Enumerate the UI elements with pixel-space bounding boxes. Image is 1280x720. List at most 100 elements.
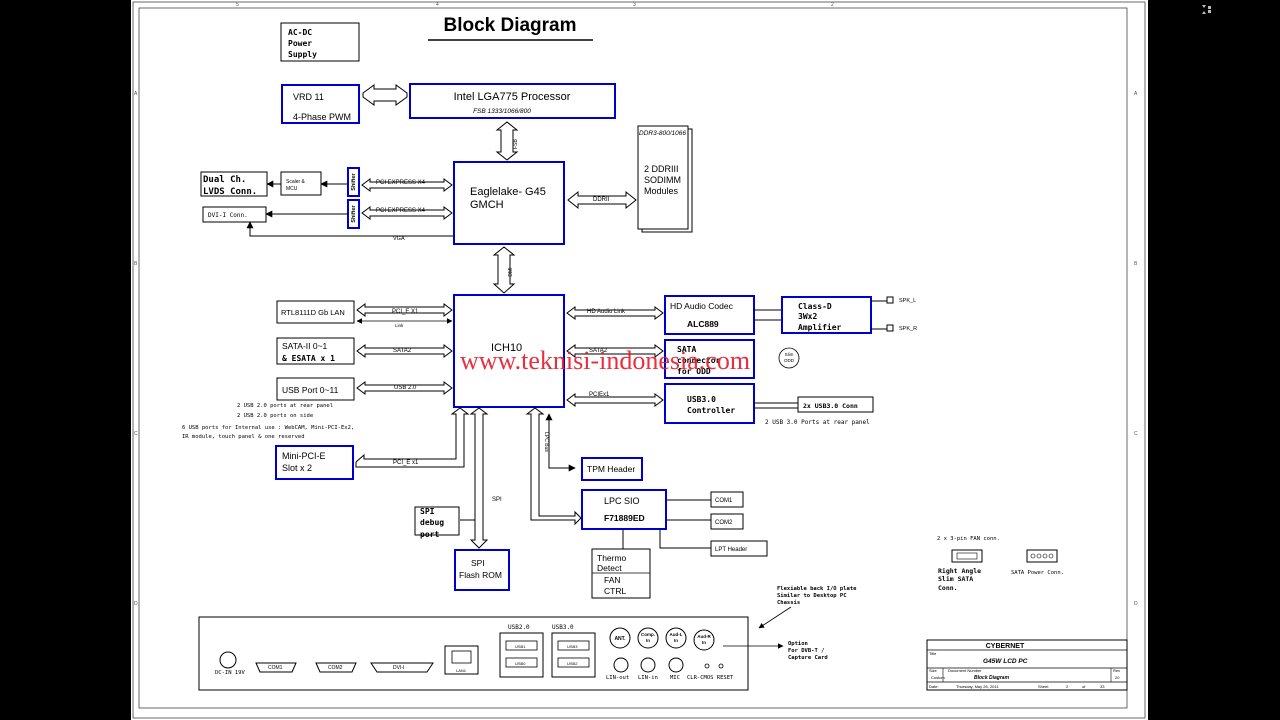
right-angle-label-1: Right Angle: [938, 567, 981, 575]
link-label: Link: [395, 323, 404, 328]
diagram-title: Block Diagram: [443, 15, 576, 36]
usb3-controller-label-2: Controller: [687, 406, 735, 415]
option-label-2: For DVB-T /: [788, 648, 825, 654]
spk-l-label: SPK_L: [899, 298, 916, 304]
thermo-label-3: FAN: [604, 575, 621, 585]
io-linin-jack: [640, 657, 656, 673]
vrd-label-1: VRD 11: [293, 92, 324, 102]
flexible-arrow: [758, 606, 792, 629]
cpu-label: Intel LGA775 Processor: [454, 91, 571, 103]
tick-top-1: 5: [236, 2, 239, 8]
slim-odd-label-2: ODD: [784, 358, 795, 363]
title-field-label: Title: [929, 651, 937, 656]
io-usb3b-label: USB2: [567, 661, 578, 666]
sata2-label-right: SATA2: [589, 348, 608, 354]
lvds-label-2: LVDS Conn.: [203, 187, 257, 197]
usb20-arrow: [356, 381, 453, 395]
watermark-text: www.teknisi-indonesia.com: [460, 346, 750, 375]
pciex1-label: PCIEx1: [589, 392, 610, 398]
spk-r-label: SPK_R: [899, 326, 917, 332]
cpu-block: [409, 83, 616, 119]
lpc-sio-block: [581, 489, 667, 530]
block-diagram: 5 4 3 2 A B C D A B C D Block Diagram A C…: [132, 1, 1146, 719]
sata-odd-label-3: for ODD: [677, 367, 711, 376]
tick-top-2: 4: [436, 2, 439, 8]
title-field-value: G45W LCD PC: [983, 658, 1028, 665]
io-ant-label: ANT.: [614, 636, 626, 642]
sata-power-label: SATA Power Conn.: [1011, 570, 1064, 576]
border-ticks: 5 4 3 2 A B C D A B C D: [134, 2, 1138, 607]
schematic-sheet: 5 4 3 2 A B C D A B C D Block Diagram A C…: [131, 0, 1148, 720]
io-mic-label: MIC: [670, 675, 680, 681]
io-audl-label-2: In: [674, 638, 678, 643]
sata-block: [276, 337, 355, 365]
docnum-value: Block Diagram: [974, 675, 1010, 681]
io-clr-reset-label: CLR-CMOS RESET: [687, 675, 734, 681]
usb3-controller-label-1: USB3.0: [687, 395, 716, 404]
io-mic-jack: [668, 657, 684, 673]
vrd-cpu-arrow: [362, 84, 408, 106]
io-lan-label: LAN1: [456, 668, 467, 673]
right-angle-label-2: Slim SATA: [938, 575, 973, 583]
io-usb1-label: USB1: [515, 644, 526, 649]
note-usb-int-2: IR module, touch panel & one reserved: [182, 434, 305, 440]
sheet-outer-border: [132, 1, 1146, 719]
shifter-2-label: Shifter: [351, 204, 357, 222]
io-audl-label-1: Aud-L: [670, 632, 683, 637]
sata2-label-left: SATA2: [393, 348, 412, 354]
tick-side-r3: C: [1134, 431, 1138, 437]
io-usb0-port: [505, 657, 538, 668]
scaler-label-1: Scaler &: [286, 179, 306, 185]
io-comp-jack: [637, 627, 659, 649]
usb-label: USB Port 0~11: [282, 385, 339, 395]
sata-power-pin-3: [1042, 553, 1048, 559]
note-flexible-2: Similar to Desktop PC: [777, 593, 847, 599]
vrd-block: [281, 84, 360, 124]
gmch-label-2: GMCH: [470, 199, 504, 211]
sata-odd-label-1: SATA: [677, 345, 696, 354]
sheet-expand-icon[interactable]: [1202, 5, 1206, 14]
sata-odd-label-2: connector: [677, 356, 721, 365]
sata-label-1: SATA-II 0~1: [282, 341, 328, 351]
thermo-label-1: Thermo: [597, 553, 627, 563]
usb3-conn-block: [797, 396, 874, 413]
title-block-frame: [926, 639, 1128, 691]
pcie-x1-label: PCI_E X1: [392, 309, 419, 315]
pcie-x1b-label: PCI_E x1: [393, 460, 419, 466]
dcin-label: DC-IN 19V: [215, 670, 245, 676]
ddr-speed-label: DDR3-800/1066: [639, 130, 686, 137]
ddr-block: [637, 125, 689, 230]
fsb-speed-label: FSB 1333/1066/800: [473, 108, 531, 115]
sheet-grid-icon[interactable]: [1208, 6, 1211, 13]
size-value: Custom: [931, 675, 945, 680]
audio-codec-chip: ALC889: [687, 319, 719, 329]
sheet-value: 2: [1066, 684, 1069, 689]
io-usb1-port: [505, 640, 538, 651]
of-label: of: [1082, 684, 1086, 689]
com2-block: [710, 513, 744, 530]
tick-side-1: A: [134, 91, 138, 97]
dcin-icon: [219, 651, 237, 669]
note-flexible-3: Chassis: [777, 600, 800, 606]
docnum-label: Document Number: [948, 668, 982, 673]
io-audr-jack: [693, 629, 715, 651]
amp-label-1: Class-D: [798, 302, 832, 311]
amp-block: [781, 296, 872, 334]
pcie-x4-arrow-2: [361, 206, 453, 220]
note-usb-side: 2 USB 2.0 ports on side: [237, 413, 313, 419]
lpt-line: [659, 529, 711, 549]
usb3-conn-label: 2x USB3.0 Conn: [803, 402, 858, 410]
lpc-bus-arrow: [525, 407, 582, 526]
io-comp-label-1: Comp.: [641, 632, 655, 637]
usb20-label: USB 2.0: [394, 385, 417, 391]
dmi-label: DMI: [508, 267, 514, 276]
gmch-block: [453, 161, 565, 245]
note-fan: 2 x 3-pin FAN conn.: [937, 536, 1000, 542]
ddrii-arrow: [567, 190, 637, 210]
io-audl-jack: [665, 627, 687, 649]
tick-side-r4: D: [1134, 601, 1138, 607]
gmch-label-1: Eaglelake- G45: [470, 186, 546, 198]
vga-line: [246, 221, 453, 237]
io-lan-jack: [451, 650, 472, 664]
dvi-conn-label: DVI-I Conn.: [208, 212, 248, 219]
